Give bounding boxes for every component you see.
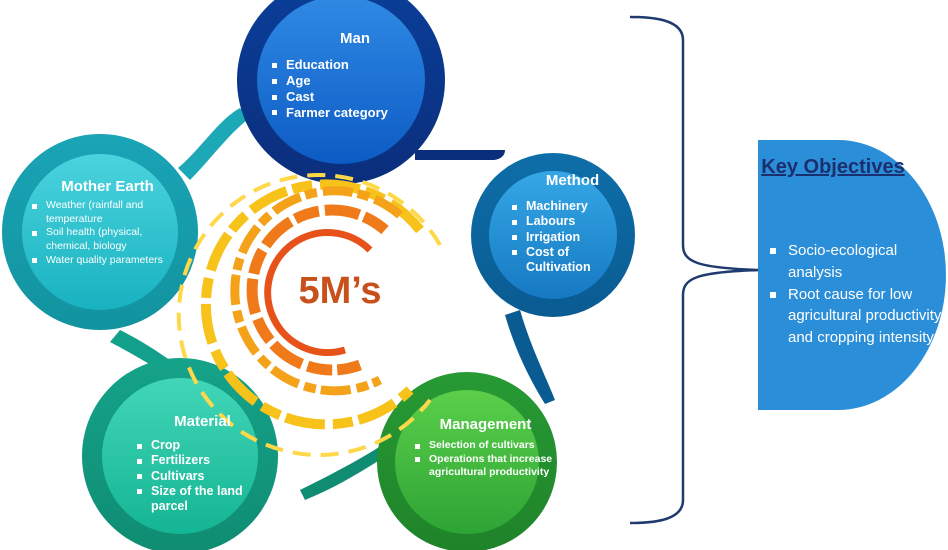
material-item: Fertilizers — [135, 453, 270, 468]
material-blob-inner — [102, 378, 258, 534]
management-blob-inner — [395, 390, 539, 534]
method-item: Machinery — [510, 199, 635, 214]
center-label: 5M’s — [298, 270, 382, 312]
man-blob-inner — [257, 0, 425, 164]
management-title: Management — [439, 416, 532, 433]
management-item: Operations that increase agricultural pr… — [413, 453, 558, 480]
mother-earth-blob-inner — [22, 154, 178, 310]
method-content: Method Machinery Labours Irrigation Cost… — [510, 172, 635, 275]
mother-earth-list: Weather (rainfall and temperature Soil h… — [30, 199, 185, 267]
key-objective-item: Root cause for low agricultural producti… — [768, 284, 943, 349]
key-objectives-title: Key Objectives — [761, 156, 905, 178]
method-item: Labours — [510, 214, 635, 229]
bracket — [629, 15, 761, 525]
management-content: Management Selection of cultivars Operat… — [413, 416, 558, 480]
man-content: Man Education Age Cast Farmer category — [270, 30, 440, 120]
method-title: Method — [545, 172, 600, 189]
material-item: Size of the land parcel — [135, 484, 270, 515]
method-list: Machinery Labours Irrigation Cost of Cul… — [510, 199, 635, 275]
mother-earth-item: Soil health (physical, chemical, biology — [30, 226, 185, 253]
material-tail — [300, 440, 395, 500]
material-item: Cultivars — [135, 469, 270, 484]
management-list: Selection of cultivars Operations that i… — [413, 439, 558, 480]
key-objectives-panel — [758, 140, 946, 410]
material-title: Material — [174, 413, 231, 430]
man-list: Education Age Cast Farmer category — [270, 57, 440, 120]
mother-earth-item: Weather (rainfall and temperature — [30, 199, 185, 226]
method-item: Irrigation — [510, 230, 635, 245]
material-list: Crop Fertilizers Cultivars Size of the l… — [135, 438, 270, 514]
mother-earth-content: Mother Earth Weather (rainfall and tempe… — [30, 178, 185, 267]
method-tail — [505, 310, 555, 404]
mother-earth-item: Water quality parameters — [30, 254, 185, 268]
mother-earth-title: Mother Earth — [61, 178, 154, 195]
man-item: Cast — [270, 89, 440, 105]
man-tail — [415, 150, 505, 160]
man-item: Age — [270, 73, 440, 89]
mother-earth-tail — [178, 108, 250, 180]
key-objectives-list: Socio-ecological analysis Root cause for… — [768, 240, 943, 349]
man-item: Education — [270, 57, 440, 73]
method-blob-inner — [489, 171, 617, 299]
key-objectives: Key Objectives Socio-ecological analysis… — [758, 140, 946, 410]
key-objective-item: Socio-ecological analysis — [768, 240, 943, 284]
center-rings — [176, 173, 442, 457]
method-item: Cost of Cultivation — [510, 245, 635, 276]
material-content: Material Crop Fertilizers Cultivars Size… — [135, 413, 270, 514]
man-title: Man — [340, 30, 370, 47]
man-item: Farmer category — [270, 105, 440, 121]
management-item: Selection of cultivars — [413, 439, 558, 453]
material-item: Crop — [135, 438, 270, 453]
